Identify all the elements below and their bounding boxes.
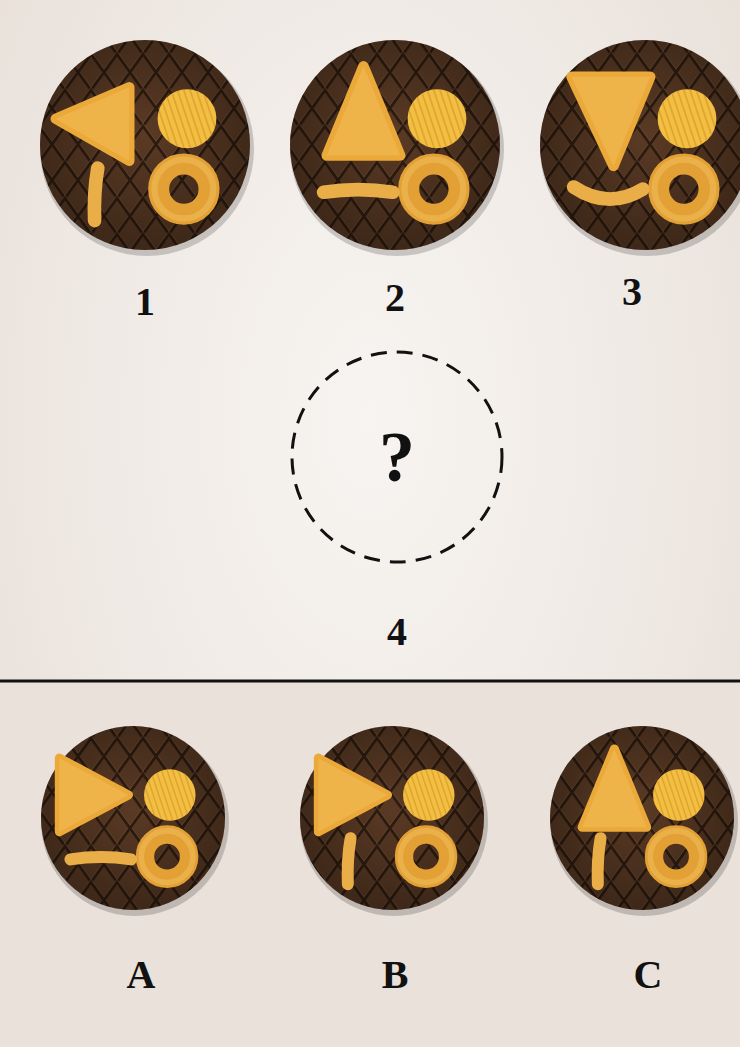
snack-stick: [348, 838, 351, 884]
option-label: C: [634, 955, 663, 995]
chip-ridges: [145, 87, 229, 150]
plate-shade: [540, 40, 740, 250]
snack-face: [324, 66, 479, 218]
snack-face: [59, 758, 206, 882]
snack-stick: [70, 857, 131, 859]
divider-line: [0, 680, 740, 683]
snack-plate: [40, 40, 254, 256]
plate-background: [550, 726, 734, 910]
plate-background: [300, 726, 484, 910]
option-label: 1: [135, 282, 155, 322]
triangle-chip: [56, 87, 130, 161]
snack-plate: [290, 40, 504, 256]
snack-plate: [41, 726, 229, 916]
chip-ridges: [133, 767, 207, 822]
plate-shade: [300, 726, 484, 910]
snack-plate: [540, 40, 740, 256]
snack-stick: [324, 190, 393, 193]
snack-stick: [94, 168, 97, 220]
plate-background: [41, 726, 225, 910]
option-label: A: [127, 955, 156, 995]
option-label: 3: [622, 272, 642, 312]
onion-ring: [659, 164, 709, 214]
onion-ring: [404, 835, 448, 879]
plate-shade: [40, 40, 250, 250]
triangle-chip: [59, 758, 128, 832]
triangle-chip-highlight: [59, 758, 128, 832]
chip-ridges: [392, 767, 466, 822]
plate-shade: [290, 40, 500, 250]
plate-background: [40, 40, 250, 250]
triangle-chip-highlight: [582, 749, 646, 827]
onion-ring-highlight: [650, 831, 702, 883]
option-label: 2: [385, 278, 405, 318]
triangle-chip: [572, 77, 651, 166]
onion-ring-highlight: [400, 831, 452, 883]
onion-ring-highlight: [154, 160, 213, 219]
triangle-chip-highlight: [572, 77, 651, 166]
onion-ring: [145, 835, 189, 879]
option-label: B: [382, 955, 409, 995]
triangle-chip: [327, 66, 401, 155]
onion-ring: [159, 164, 209, 214]
onion-ring: [654, 835, 698, 879]
triangle-chip: [318, 758, 387, 832]
plate-shade: [550, 726, 734, 910]
snack-plate: [300, 726, 488, 916]
snack-stick: [574, 187, 643, 199]
option-label: 4: [387, 612, 407, 652]
triangle-chip-highlight: [56, 87, 130, 161]
onion-ring-highlight: [141, 831, 193, 883]
chip-ridges: [645, 87, 729, 150]
onion-ring-highlight: [404, 160, 463, 219]
triangle-chip-highlight: [318, 758, 387, 832]
chip-ridges: [642, 767, 716, 822]
snack-face: [318, 758, 465, 884]
dashed-circle: ?: [289, 349, 505, 565]
snack-face: [56, 87, 229, 220]
lower-panel: [0, 682, 740, 1047]
plate-background: [540, 40, 740, 250]
snack-stick: [598, 838, 601, 884]
snack-face: [582, 749, 715, 884]
plate-shade: [41, 726, 225, 910]
snack-plate: [550, 726, 738, 916]
question-mark: ?: [379, 421, 415, 493]
snack-face: [572, 77, 730, 219]
triangle-chip-highlight: [327, 66, 401, 155]
plate-background: [290, 40, 500, 250]
triangle-chip: [582, 749, 646, 827]
onion-ring: [409, 164, 459, 214]
onion-ring-highlight: [654, 160, 713, 219]
chip-ridges: [395, 87, 479, 150]
